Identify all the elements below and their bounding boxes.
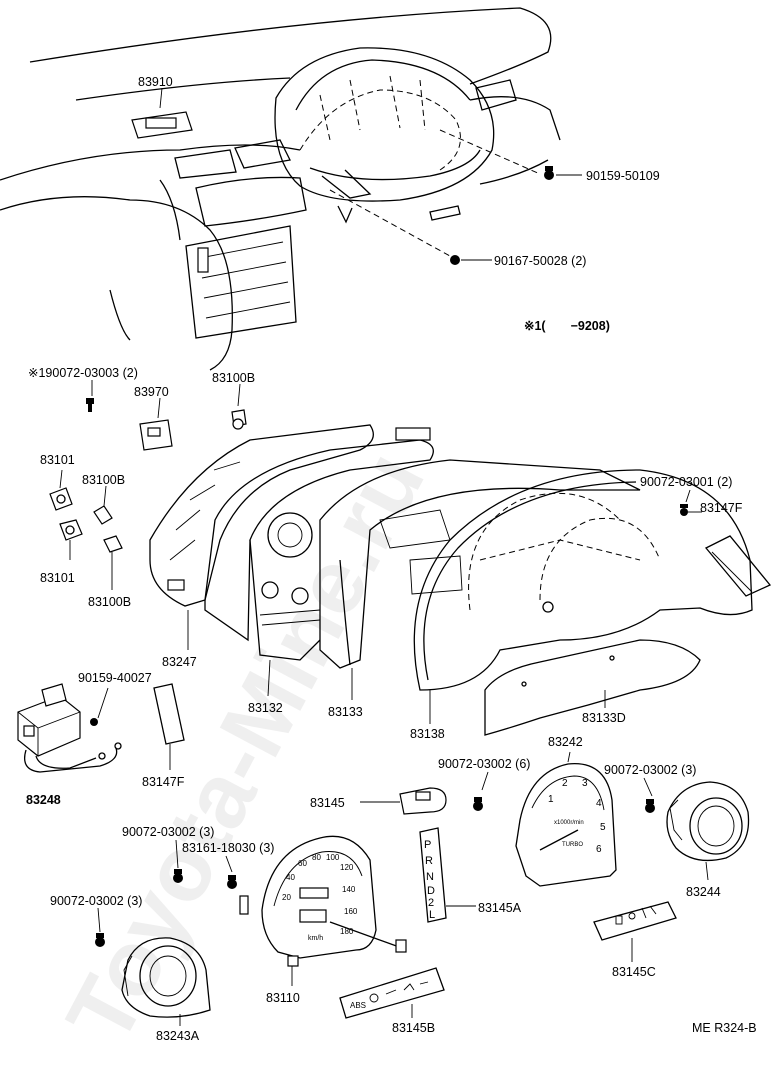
shift-L: L — [429, 909, 435, 921]
screw-90167-50028 — [329, 189, 492, 265]
label-83244: 83244 — [686, 885, 721, 899]
label-90159-40027: 90159-40027 — [78, 671, 152, 685]
speedo-mark-140: 140 — [342, 885, 356, 894]
label-83101-b: 83101 — [40, 571, 75, 585]
label-90072-03002-3-right: 90072-03002 (3) — [604, 763, 696, 777]
warn-abs: ABS — [350, 1001, 366, 1010]
label-83242: 83242 — [548, 735, 583, 749]
watermark: Toyota-Mine.ru — [48, 435, 444, 1059]
label-83145B: 83145B — [392, 1021, 435, 1035]
label-83138: 83138 — [410, 727, 445, 741]
screw-90072-03002-3-mid — [173, 839, 183, 883]
label-83101-a: 83101 — [40, 453, 75, 467]
cluster-assembly — [149, 424, 772, 736]
speedo-mark-80: 80 — [312, 853, 321, 862]
part-83145B: ABS — [339, 967, 445, 1019]
speedo-mark-20: 20 — [282, 893, 291, 902]
label-90159-50109: 90159-50109 — [586, 169, 660, 183]
tach-mark-6: 6 — [596, 844, 602, 855]
label-83100B-top: 83100B — [212, 371, 255, 385]
tach-mark-4: 4 — [596, 798, 602, 809]
tach-unit: x1000r/min — [554, 820, 584, 826]
part-83242-tachometer: 1 2 3 4 5 6 x1000r/min TURBO — [515, 751, 617, 887]
label-83110: 83110 — [266, 991, 300, 1005]
speedo-mark-120: 120 — [340, 863, 354, 872]
label-83248: 83248 — [26, 793, 61, 807]
part-83248 — [17, 683, 122, 773]
page-reference: ME R324-B — [692, 1021, 757, 1035]
shift-N: N — [426, 871, 434, 883]
tach-mark-3: 3 — [582, 778, 588, 789]
label-83133D: 83133D — [582, 711, 626, 725]
part-83147F-left — [153, 683, 185, 770]
screw-83161-18030 — [225, 855, 237, 889]
label-83145A: 83145A — [478, 901, 522, 915]
speedo-mark-180: 180 — [340, 927, 354, 936]
label-90072-03002-3-left: 90072-03002 (3) — [50, 894, 142, 908]
speedo-mark-40: 40 — [286, 873, 295, 882]
screw-90072-03002-3-left — [95, 907, 105, 947]
part-83110-speedometer: 20 40 60 80 100 120 140 160 180 km/h — [239, 835, 407, 986]
label-90167-50028: 90167-50028 (2) — [494, 254, 586, 268]
label-83161-18030: 83161-18030 (3) — [182, 841, 274, 855]
part-83910 — [131, 87, 193, 139]
label-83970: 83970 — [134, 385, 169, 399]
dashboard-illustration — [0, 7, 582, 371]
label-90072-03001: 90072-03001 (2) — [640, 475, 732, 489]
shift-R: R — [425, 855, 433, 867]
screw-90159-50109 — [439, 129, 582, 180]
label-83145: 83145 — [310, 796, 345, 810]
label-83243A: 83243A — [156, 1029, 200, 1043]
part-83243A-gauge — [121, 937, 211, 1026]
part-83244-gauge — [666, 781, 750, 881]
tach-turbo: TURBO — [562, 842, 583, 848]
label-83145C: 83145C — [612, 965, 656, 979]
label-90072-03002-6: 90072-03002 (6) — [438, 757, 530, 771]
label-83910: 83910 — [138, 75, 173, 89]
label-83133: 83133 — [328, 705, 363, 719]
shift-D: D — [427, 885, 435, 897]
tach-mark-1: 1 — [548, 794, 554, 805]
screw-90072-03002-3-right — [643, 777, 655, 813]
tach-mark-5: 5 — [600, 822, 606, 833]
part-83145A: P R N D 2 L — [419, 827, 476, 923]
part-83145C — [593, 901, 677, 962]
label-83247: 83247 — [162, 655, 197, 669]
label-83147F-left: 83147F — [142, 775, 185, 789]
tach-mark-2: 2 — [562, 778, 568, 789]
shift-2: 2 — [428, 897, 434, 909]
speedo-unit: km/h — [308, 935, 323, 942]
label-83147F-right: 83147F — [700, 501, 743, 515]
speedo-mark-100: 100 — [326, 853, 340, 862]
speedo-mark-60: 60 — [298, 859, 307, 868]
screw-90072-03002-6 — [473, 771, 489, 811]
label-190072-03003: ※190072-03003 (2) — [28, 366, 138, 380]
label-83100B-mid: 83100B — [82, 473, 125, 487]
label-83100B-bot: 83100B — [88, 595, 131, 609]
shift-P: P — [424, 839, 431, 851]
small-parts-left — [49, 380, 702, 724]
label-90072-03002-3-mid: 90072-03002 (3) — [122, 825, 214, 839]
speedo-mark-160: 160 — [344, 907, 358, 916]
part-83145 — [360, 787, 447, 815]
label-83132: 83132 — [248, 701, 283, 715]
note-applicability: ※1( −9208) — [524, 319, 610, 333]
